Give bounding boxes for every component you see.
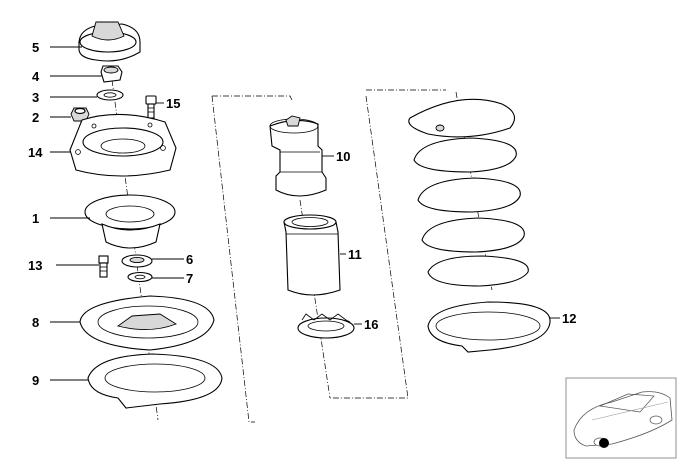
callout-4: 4	[32, 69, 40, 84]
assembly-outline-center-left	[211, 95, 255, 423]
part-1-upper-seat	[84, 194, 176, 249]
callout-7: 7	[186, 271, 193, 286]
part-10-bump-stop	[269, 115, 327, 197]
part-6-bushing	[121, 254, 153, 268]
part-2-nut	[70, 107, 90, 122]
callout-5: 5	[32, 40, 39, 55]
part-15-bolt	[145, 95, 157, 119]
callout-3: 3	[32, 90, 39, 105]
callout-2: 2	[32, 110, 39, 125]
callout-1: 1	[32, 211, 39, 226]
part-4-nut	[100, 65, 123, 83]
callout-6: 6	[186, 252, 193, 267]
callout-14: 14	[28, 145, 43, 160]
part-8-support-plate	[79, 295, 215, 351]
part-3-washer	[96, 89, 124, 101]
assembly-outline-center	[212, 95, 293, 101]
callout-9: 9	[32, 373, 39, 388]
callout-16: 16	[364, 317, 378, 332]
car-locator-icon	[565, 377, 677, 459]
callout-15: 15	[166, 96, 180, 111]
assembly-outline-center-right	[330, 95, 409, 399]
callout-8: 8	[32, 315, 39, 330]
part-7-washer	[127, 271, 153, 283]
callout-12: 12	[562, 311, 576, 326]
part-5-top-cap	[78, 21, 141, 62]
part-12-coil-spring	[408, 98, 551, 353]
callout-10: 10	[336, 149, 350, 164]
part-11-dust-boot	[283, 214, 341, 296]
part-13-bolt	[98, 255, 109, 278]
callout-11: 11	[348, 247, 362, 262]
part-14-strut-mount	[69, 113, 177, 177]
part-16-ring	[297, 313, 355, 339]
part-9-rubber-pad	[87, 353, 223, 409]
callout-13: 13	[28, 258, 42, 273]
